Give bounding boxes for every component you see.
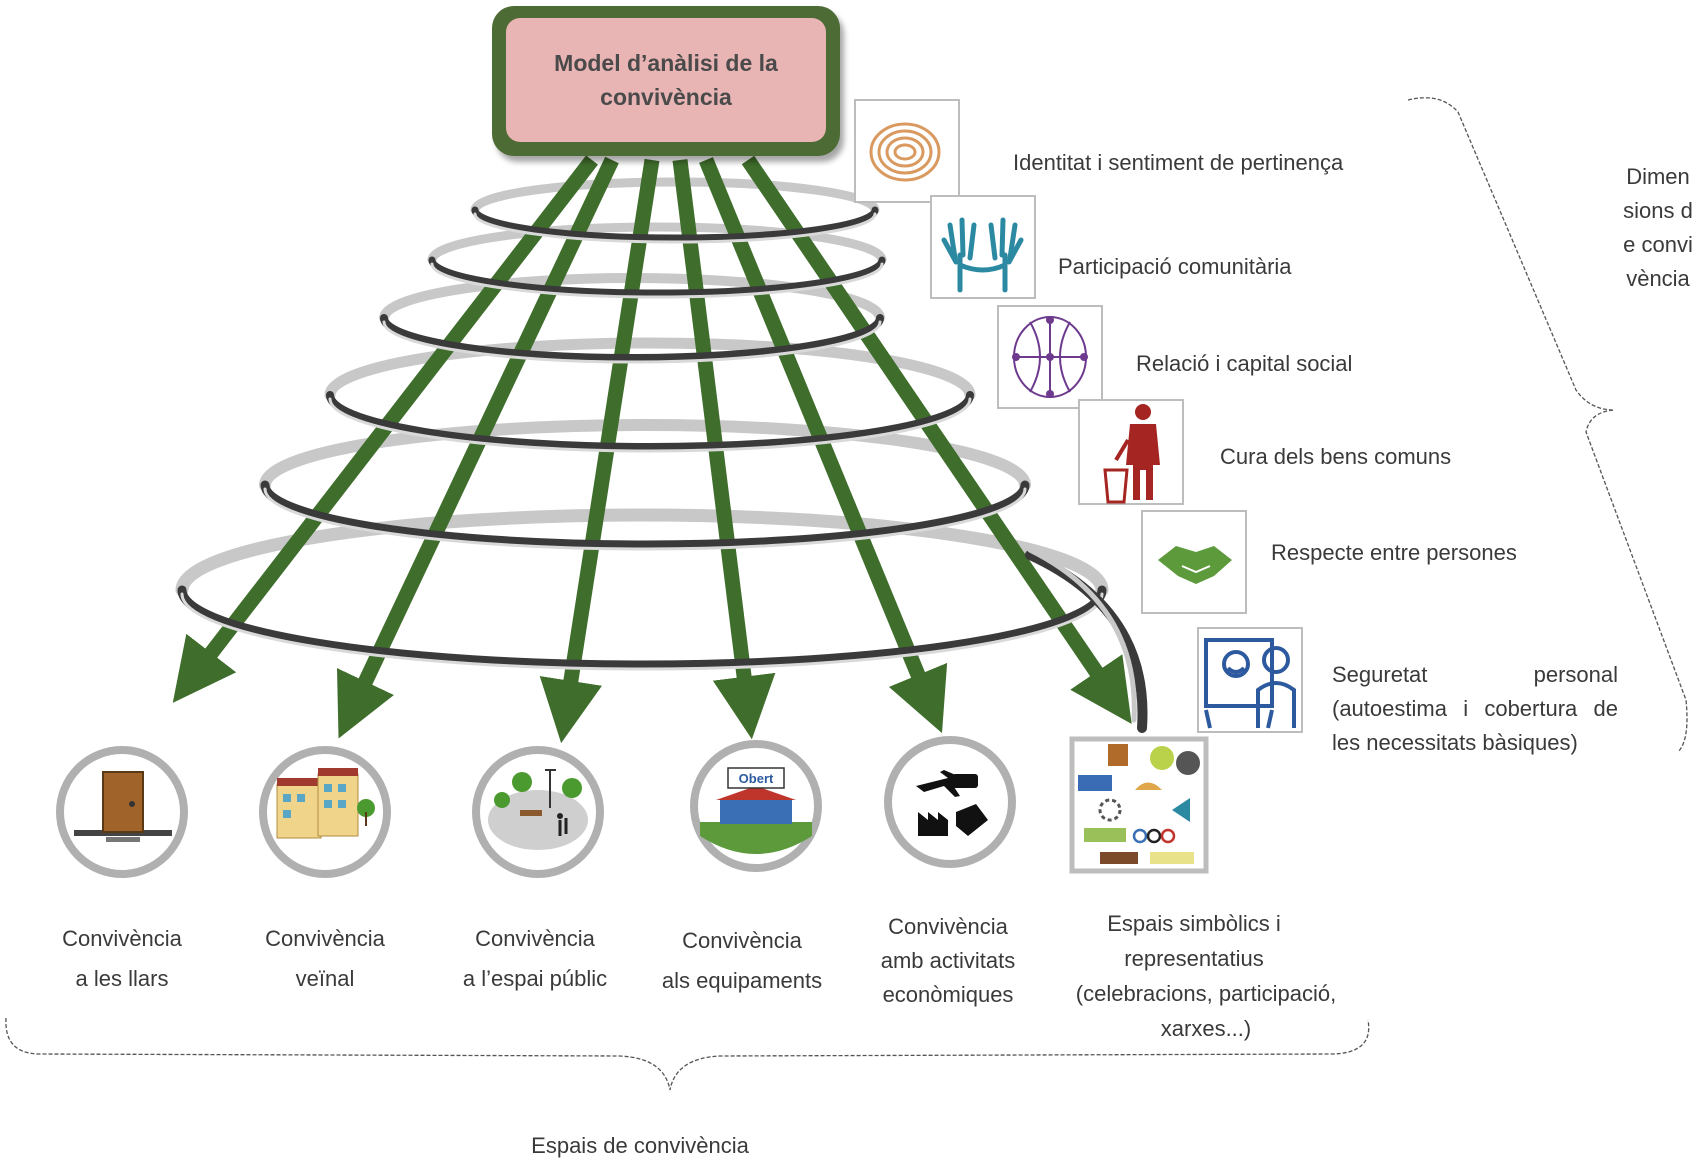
economy-icon bbox=[884, 736, 1016, 868]
raised-hands-icon bbox=[930, 195, 1036, 299]
arrow-to-activitats bbox=[699, 157, 948, 734]
space-label-espai-public-line-2: a l’espai públic bbox=[462, 966, 608, 991]
svg-text:Obert: Obert bbox=[739, 771, 774, 786]
space-label-activitats-line-1: Convivència bbox=[888, 914, 1008, 939]
spaces-label: Espais de convivència bbox=[531, 1133, 749, 1158]
dimensions-label: Dimensions de convivència bbox=[1623, 164, 1693, 291]
space-label-espai-public: Convivència a l’espai públic bbox=[430, 914, 640, 994]
spiral-rings-front bbox=[177, 206, 1148, 733]
arrow-to-simbolics bbox=[741, 155, 1132, 725]
space-label-llars: Convivència a les llars bbox=[22, 914, 222, 994]
space-label-activitats: Convivència amb activitats econòmiques bbox=[848, 910, 1048, 1012]
space-label-activitats-line-2: amb activitats bbox=[880, 948, 1016, 973]
space-label-equipaments-line-1: Convivència bbox=[682, 928, 802, 953]
space-label-llars-line-1: Convivència bbox=[62, 926, 182, 951]
park-icon bbox=[472, 746, 604, 878]
dimension-label-relacio: Relació i capital social bbox=[1136, 351, 1353, 376]
handshake-icon bbox=[1141, 510, 1247, 614]
person-mirror-icon bbox=[1197, 627, 1303, 733]
buildings-icon bbox=[259, 746, 391, 878]
braces bbox=[5, 97, 1688, 1091]
title-box: Model d’anàlisi de la convivència bbox=[492, 6, 840, 156]
network-icon bbox=[997, 305, 1103, 409]
space-label-equipaments: Convivència als equipaments bbox=[642, 916, 842, 996]
seguretat-line-3: les necessitats bàsiques) bbox=[1332, 730, 1578, 755]
space-label-espai-public-line-1: Convivència bbox=[475, 926, 595, 951]
seguretat-line-2: (autoestima i cobertura de bbox=[1332, 696, 1618, 721]
dimension-label-participacio: Participació comunitària bbox=[1058, 254, 1292, 279]
dimension-label-seguretat: Seguretat personal (autoestima i cobertu… bbox=[1332, 658, 1618, 760]
space-label-veinal-line-1: Convivència bbox=[265, 926, 385, 951]
collage-icon bbox=[1069, 736, 1209, 874]
facility-icon: Obert bbox=[690, 740, 822, 872]
space-label-llars-line-2: a les llars bbox=[75, 966, 169, 991]
dimension-label-cura: Cura dels bens comuns bbox=[1220, 444, 1452, 469]
seguretat-line-1: Seguretat personal bbox=[1332, 662, 1618, 687]
person-litter-bin-icon bbox=[1078, 399, 1184, 505]
arrows bbox=[172, 155, 1132, 744]
space-label-simbolics: Espais simbòlics i representatius (celeb… bbox=[1046, 906, 1366, 1046]
space-label-simbolics-line-3: (celebracions, participació, bbox=[1075, 981, 1337, 1006]
arrow-to-llars bbox=[172, 155, 598, 703]
page-title: Model d’anàlisi de la convivència bbox=[506, 18, 826, 142]
door-icon bbox=[56, 746, 188, 878]
arrow-to-veinal bbox=[336, 156, 619, 739]
dimension-label-identitat: Identitat i sentiment de pertinença bbox=[1013, 150, 1344, 175]
dimension-icons bbox=[854, 99, 1303, 733]
space-icons: Obert bbox=[56, 736, 1209, 878]
arrow-to-equipaments bbox=[672, 159, 776, 740]
space-label-veinal: Convivència veïnal bbox=[225, 914, 425, 994]
dimension-label-respecte: Respecte entre persones bbox=[1271, 540, 1517, 565]
space-label-equipaments-line-2: als equipaments bbox=[661, 968, 823, 993]
space-label-simbolics-line-1: Espais simbòlics i bbox=[1107, 911, 1281, 936]
fingerprint-icon bbox=[854, 99, 960, 203]
space-label-activitats-line-3: econòmiques bbox=[882, 982, 1014, 1007]
space-label-simbolics-line-2: representatius bbox=[1124, 946, 1264, 971]
spaces-brace bbox=[5, 1017, 1370, 1091]
arrow-to-espai-public bbox=[539, 158, 660, 744]
space-label-veinal-line-2: veïnal bbox=[295, 966, 355, 991]
space-label-simbolics-line-4: xarxes...) bbox=[1160, 1016, 1252, 1041]
